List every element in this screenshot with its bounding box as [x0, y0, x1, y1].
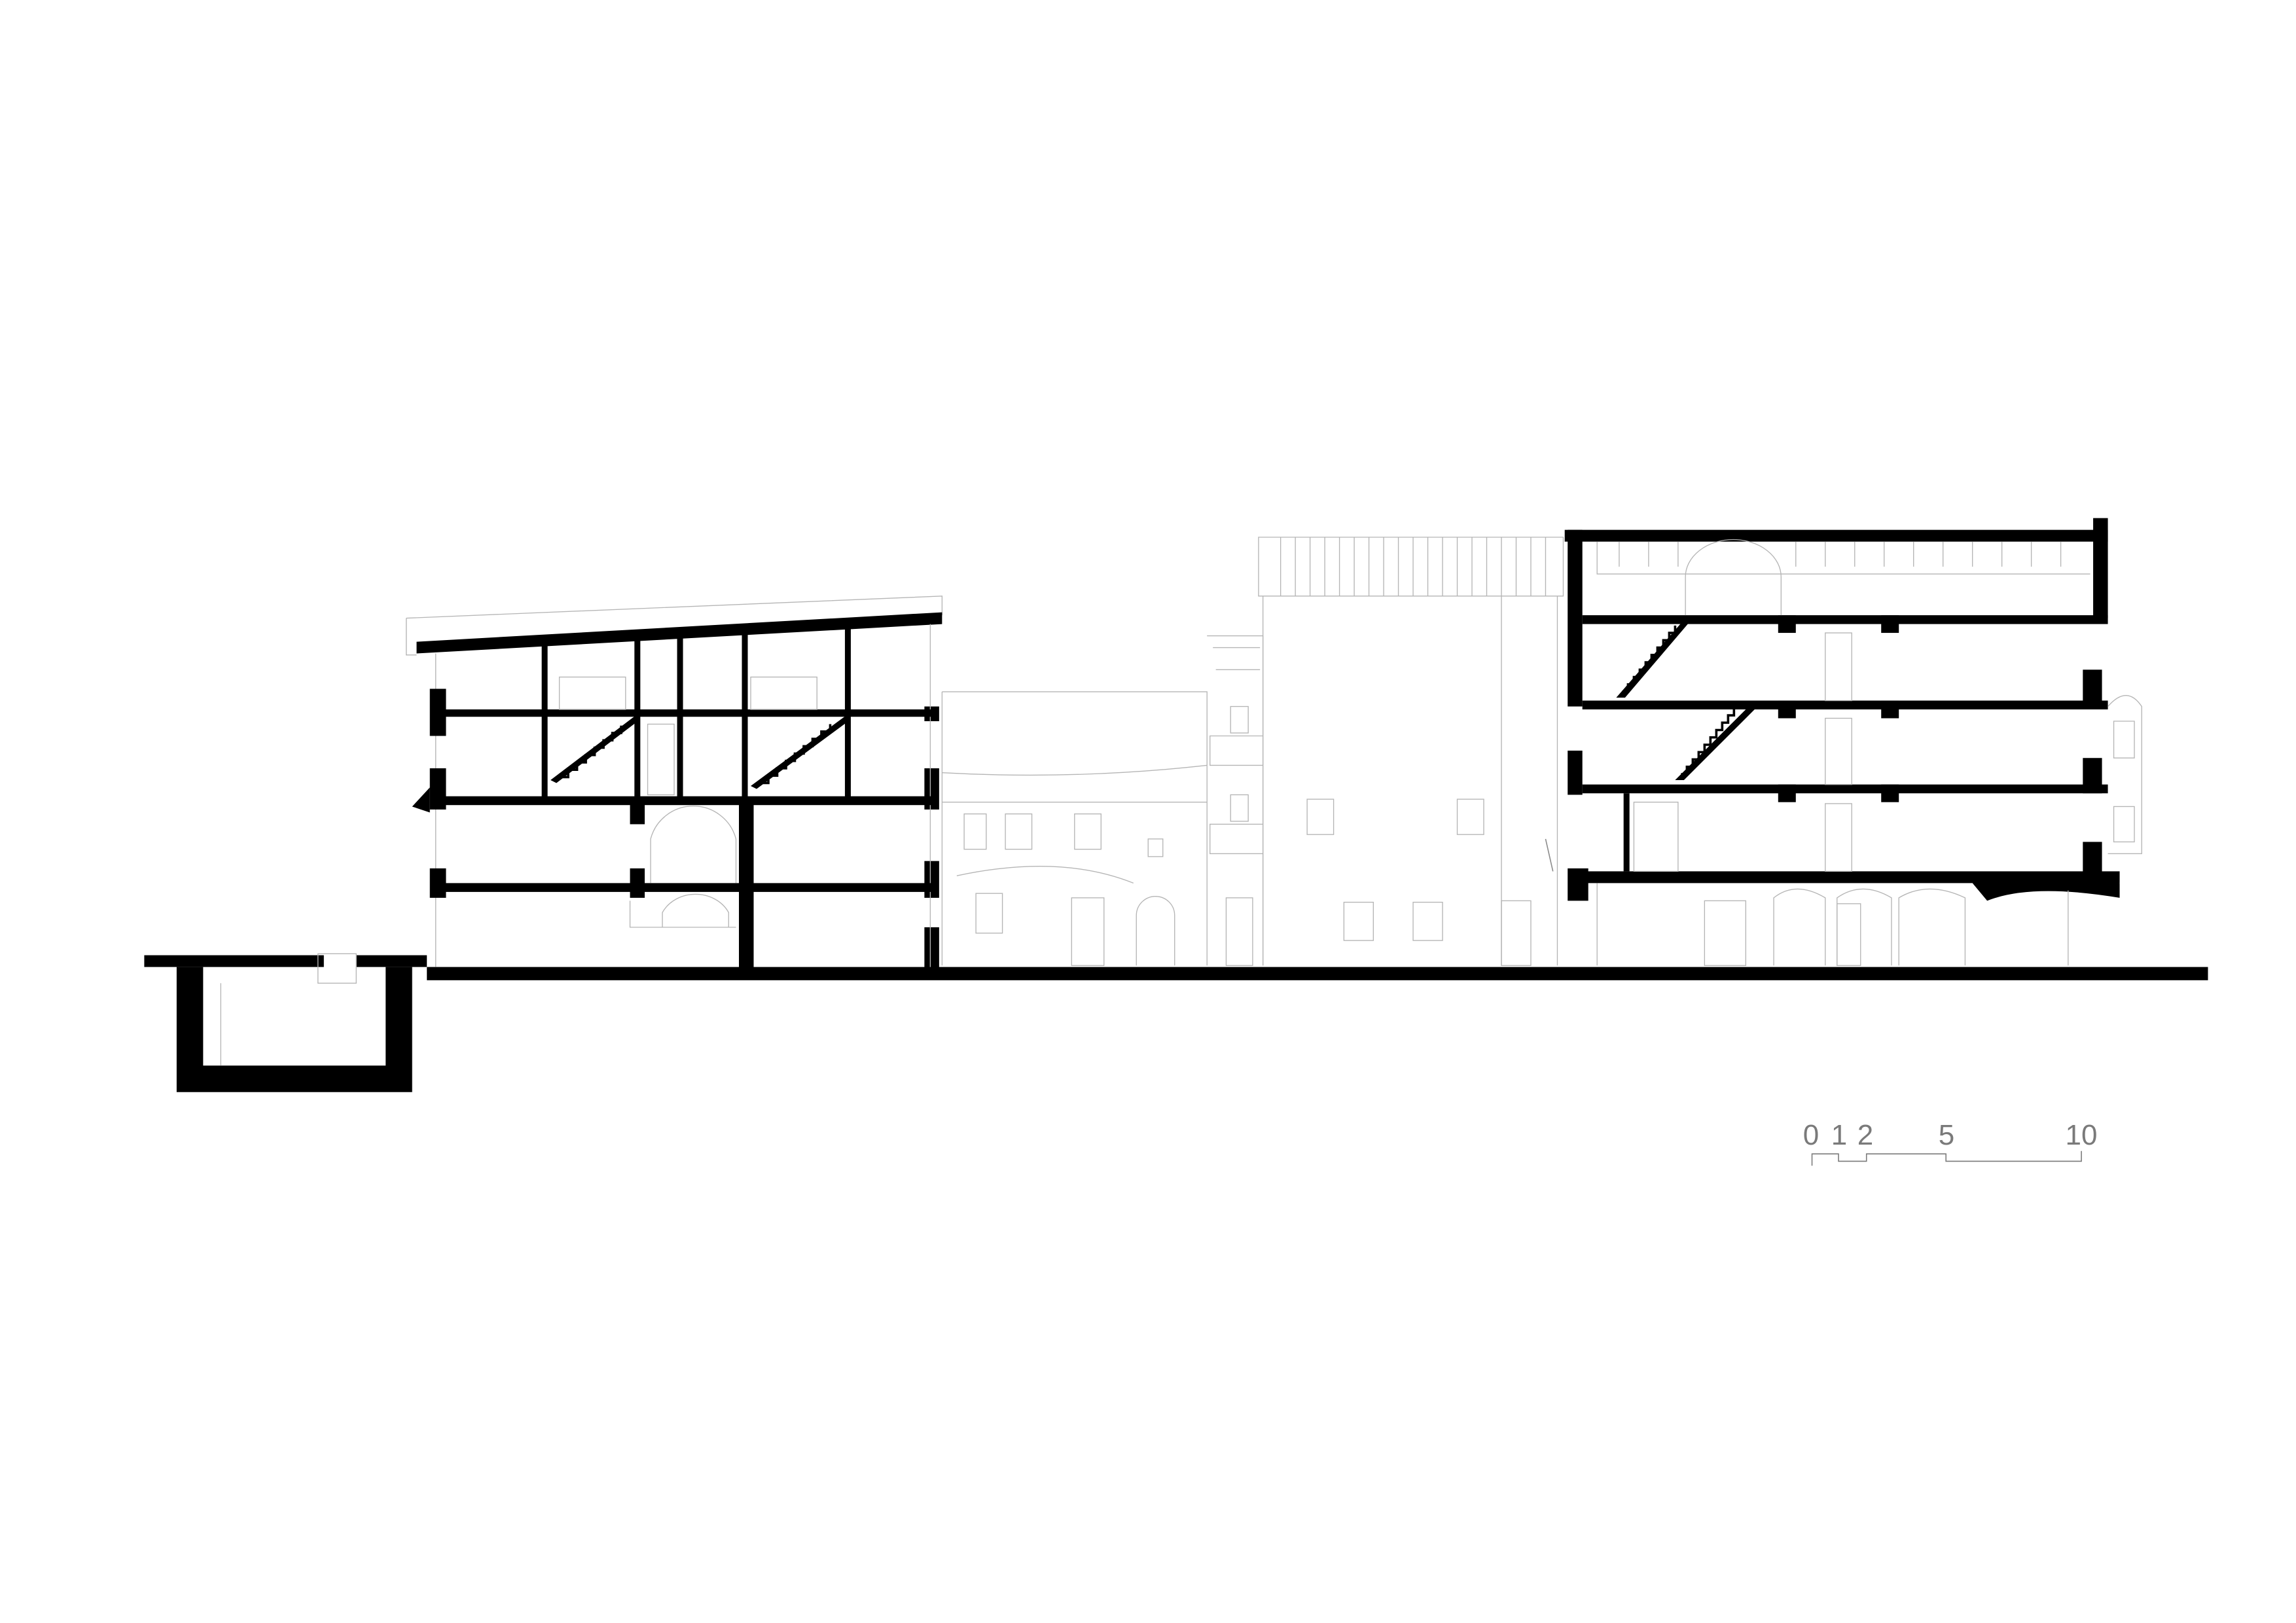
- scale-label-1: 1: [1831, 1119, 1848, 1151]
- flat-roof: [1564, 529, 2108, 542]
- scale-bar: [1811, 1150, 2082, 1166]
- scale-label-0: 0: [1803, 1119, 1820, 1151]
- left-building-section: [406, 596, 943, 972]
- neighbouring-elevations: [941, 537, 1564, 967]
- scale-label-2: 2: [1857, 1119, 1874, 1151]
- basement-walls: [176, 967, 412, 1092]
- ground-slab: [427, 967, 2208, 980]
- ground-and-basement: [144, 953, 2208, 1092]
- right-building-section: [1564, 518, 2142, 967]
- scale-label-10: 10: [2065, 1119, 2098, 1151]
- scale-label-5: 5: [1938, 1119, 1955, 1151]
